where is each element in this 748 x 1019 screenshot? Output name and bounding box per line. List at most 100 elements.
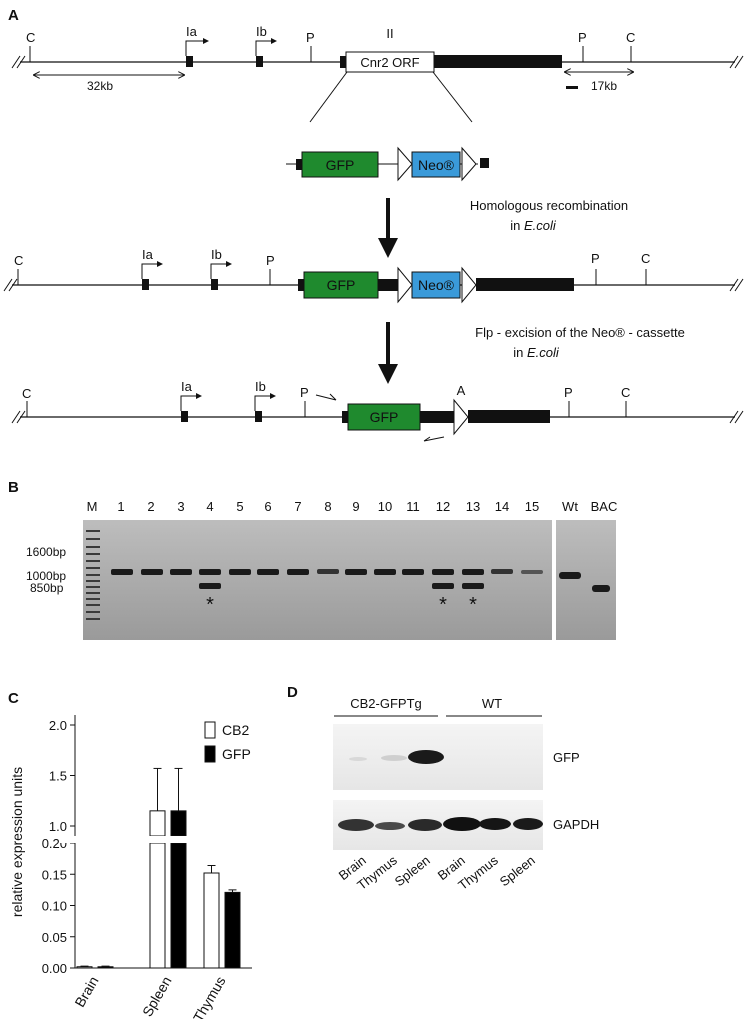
wt-locus-map: C Ia Ib P Cnr2 ORF II P C 32kb 17kb: [11, 24, 744, 123]
bar-gfp-brain: [97, 966, 114, 969]
group-label-cb2-gfptg: CB2-GFPTg: [350, 696, 422, 711]
legend-swatch-gfp: [204, 745, 216, 763]
cassette-neo-label: Neo®: [418, 157, 455, 173]
size-850: 850bp: [30, 581, 64, 595]
axis-break-gap: [60, 836, 260, 843]
lane-10: 10: [378, 499, 392, 514]
site-c-left: C: [26, 30, 35, 45]
y-tick-label-lower-2: 0.10: [42, 899, 67, 914]
gel-image-controls: [556, 520, 616, 640]
lane-1: 1: [117, 499, 124, 514]
site-c-right: C: [626, 30, 635, 45]
panel-d-label: D: [287, 684, 298, 701]
lane-8: 8: [324, 499, 331, 514]
blot-label-gfp: GFP: [553, 750, 580, 765]
final-construct-map: C Ia Ib P GFP A P C: [11, 379, 744, 442]
lane-14: 14: [495, 499, 509, 514]
x-tick-label-2: Thymus: [190, 974, 229, 1019]
y-tick-label-lower-0: 0.00: [42, 961, 67, 976]
x-tick-label-0: Brain: [71, 974, 101, 1010]
scale-bar: [566, 86, 578, 89]
lane-11: 11: [406, 499, 420, 514]
star-lane-4: *: [206, 594, 214, 616]
break-mark-left: [11, 55, 21, 69]
targeting-cassette: GFP Neo®: [286, 146, 489, 182]
legend-label-gfp: GFP: [222, 746, 251, 762]
scale-32kb-label: 32kb: [87, 79, 113, 93]
exon-ii-label: II: [386, 26, 393, 41]
row3-gfp-label: GFP: [370, 409, 399, 425]
gfp-box: [301, 151, 379, 178]
lane-5: 5: [236, 499, 243, 514]
cnr2-orf-label: Cnr2 ORF: [360, 55, 419, 70]
bar-gfp-thymus: [224, 891, 241, 969]
bar-cb2-thymus: [203, 872, 220, 969]
exon2-utr: [434, 55, 562, 68]
blot-lane-spleen-wt: Spleen: [497, 853, 538, 890]
western-blot-gfp: [333, 724, 543, 790]
lane-2: 2: [147, 499, 154, 514]
label-ia: Ia: [186, 24, 198, 39]
row2-ia: Ia: [142, 247, 154, 262]
panel-a-label: A: [8, 7, 19, 24]
step1-text-line1: Homologous recombination: [470, 198, 628, 213]
gel-size-labels: 1600bp 1000bp 850bp: [26, 545, 66, 595]
y-tick-label-upper-0: 1.0: [49, 819, 67, 834]
legend-swatch-cb2: [204, 721, 216, 739]
bar-cb2-brain: [76, 966, 93, 969]
primer-forward: [315, 393, 337, 401]
legend-label-cb2: CB2: [222, 722, 249, 738]
row3-ia: Ia: [181, 379, 193, 394]
frt-site-1: [397, 146, 413, 182]
lane-3: 3: [177, 499, 184, 514]
site-p-left: P: [306, 30, 315, 45]
lane-bac: BAC: [591, 499, 618, 514]
gel-image-main: [83, 520, 552, 640]
blot-lane-spleen-tg: Spleen: [392, 853, 433, 890]
y-tick-label-lower-3: 0.15: [42, 867, 67, 882]
star-lane-12: *: [439, 594, 447, 616]
size-1600: 1600bp: [26, 545, 66, 559]
row2-gfp-label: GFP: [327, 277, 356, 293]
break-mark-right: [729, 55, 739, 69]
neo-box: [411, 151, 461, 178]
blot-lane-labels: Brain Thymus Spleen Brain Thymus Spleen: [336, 852, 538, 893]
row3-p-right: P: [564, 385, 573, 400]
row2-neo-label: Neo®: [418, 277, 455, 293]
row2-ib: Ib: [211, 247, 222, 262]
blot-label-gapdh: GAPDH: [553, 817, 599, 832]
row2-p-right: P: [591, 251, 600, 266]
bar-gfp-spleen-upper: [170, 810, 187, 837]
row3-c-left: C: [22, 386, 31, 401]
lane-12: 12: [436, 499, 450, 514]
y-tick-label-upper-2: 2.0: [49, 718, 67, 733]
gel-lane-labels: M 1 2 3 4 5 6 7 8 9 10 11 12 13 14 15 Wt…: [87, 499, 618, 514]
y-tick-label-lower-1: 0.05: [42, 930, 67, 945]
exon-ib: [256, 56, 263, 67]
step1-text-line2: in E.coli: [510, 218, 557, 233]
x-tick-label-1: Spleen: [139, 974, 175, 1019]
bar-cb2-spleen-lower: [149, 842, 166, 969]
bar-gfp-spleen-lower: [170, 842, 187, 969]
site-p-right: P: [578, 30, 587, 45]
primer-reverse: [423, 436, 445, 442]
cassette-gfp-label: GFP: [326, 157, 355, 173]
lane-9: 9: [352, 499, 359, 514]
star-lane-13: *: [469, 594, 477, 616]
y-tick-label-upper-1: 1.5: [49, 769, 67, 784]
step2-text-line2: in E.coli: [513, 345, 560, 360]
bar-cb2-spleen-upper: [149, 810, 166, 837]
label-ib: Ib: [256, 24, 267, 39]
scale-17kb-label: 17kb: [591, 79, 617, 93]
lane-6: 6: [264, 499, 271, 514]
lane-7: 7: [294, 499, 301, 514]
western-blot-gapdh: [333, 800, 543, 850]
y-axis-label: relative expression units: [9, 767, 25, 917]
exon2-start: [340, 56, 346, 68]
panel-c-label: C: [8, 690, 19, 707]
lane-4: 4: [206, 499, 213, 514]
row3-ib: Ib: [255, 379, 266, 394]
row3-p-left: P: [300, 385, 309, 400]
exon-ia: [186, 56, 193, 67]
